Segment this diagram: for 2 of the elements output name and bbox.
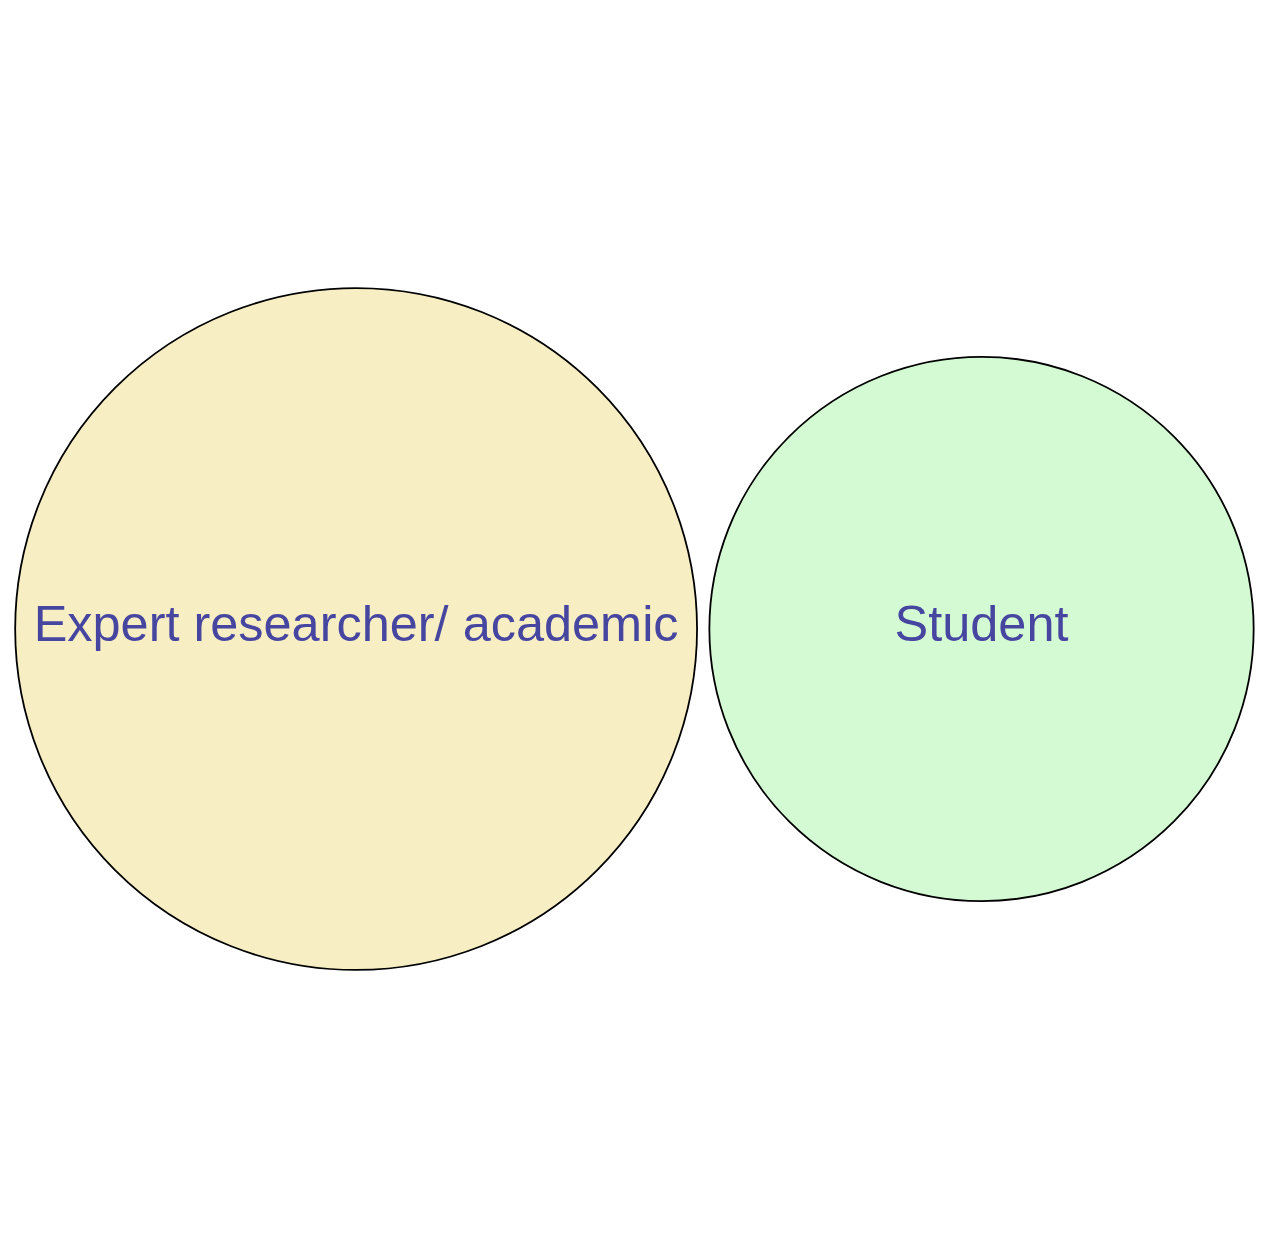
node-circle: Expert researcher/ academic — [14, 287, 698, 971]
node-circle: Student — [708, 355, 1255, 903]
